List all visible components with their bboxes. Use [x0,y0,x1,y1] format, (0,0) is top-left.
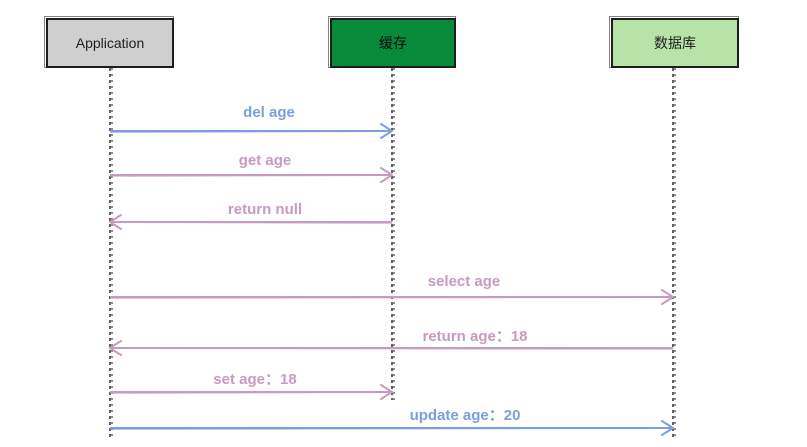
message-arrow-1-sketch [109,175,393,177]
message-arrowhead-4 [109,340,122,356]
message-label-get-age: get age [238,152,292,169]
actor-application-label: Application [75,35,145,51]
message-label-set-age: set age：18 [213,371,297,388]
message-arrowhead-5 [380,384,393,400]
message-arrowhead-6 [661,420,674,436]
message-arrowhead-1 [380,167,393,183]
actor-database: 数据库 [609,16,739,68]
message-arrow-4-sketch [109,348,674,350]
message-label-return-null: return null [227,201,303,218]
message-arrow-0-sketch [109,131,393,133]
actor-cache-label: 缓存 [379,35,407,51]
message-arrow-3-sketch [109,297,674,299]
message-arrowhead-0 [380,123,393,139]
message-label-return-age: return age：18 [422,328,528,345]
actor-database-label: 数据库 [654,35,696,51]
message-arrowhead-3 [661,289,674,305]
message-arrow-2-sketch [109,222,393,224]
message-label-select-age: select age [427,273,501,290]
message-label-update-age: update age：20 [409,407,521,424]
actor-cache: 缓存 [328,16,456,68]
message-arrow-6-sketch [109,428,674,430]
message-arrowhead-2 [109,214,122,230]
message-label-del-age: del age [243,104,295,121]
message-arrow-5-sketch [109,392,393,394]
actor-application: Application [44,16,174,68]
